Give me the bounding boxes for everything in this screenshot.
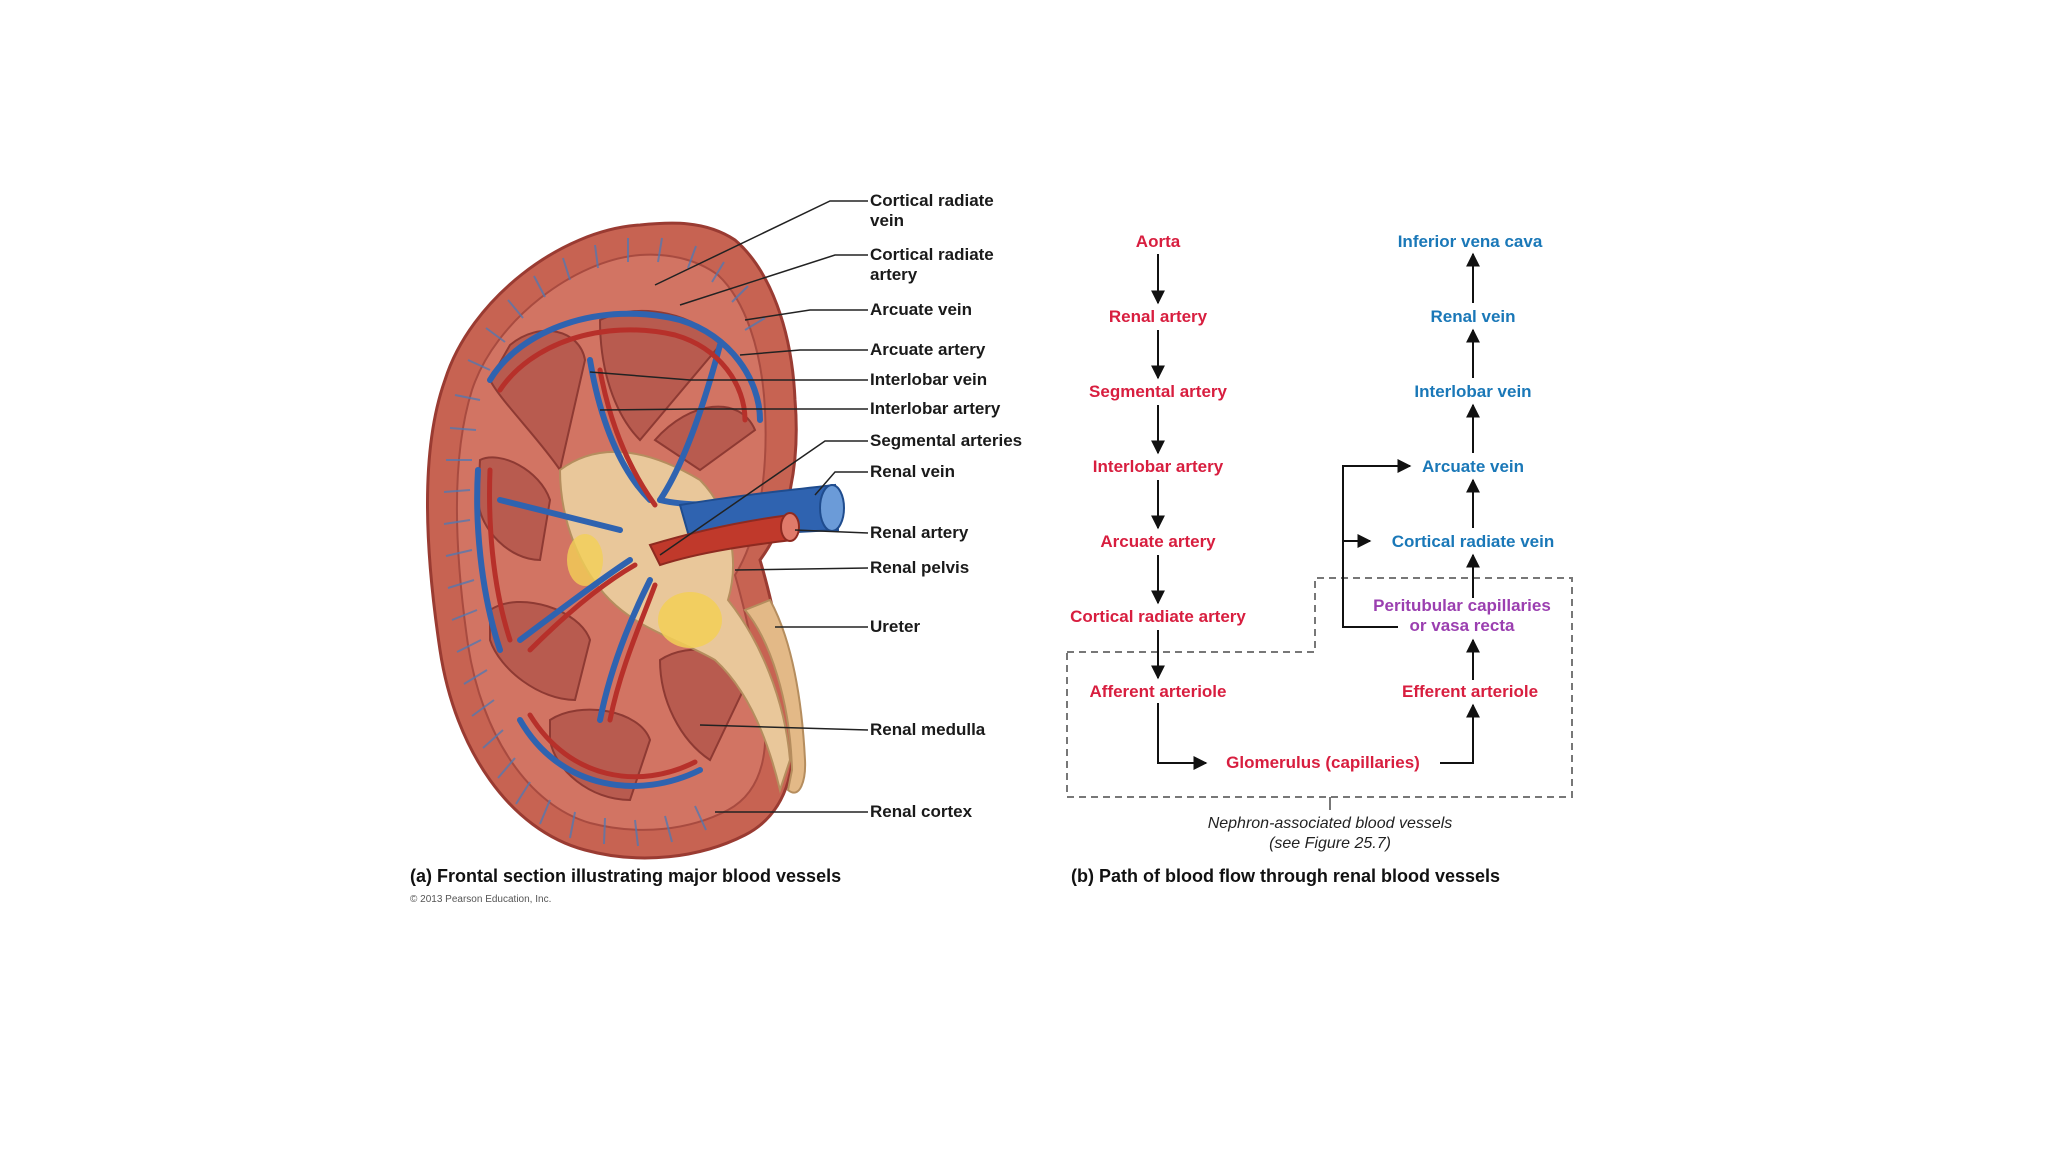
node-interlobar-vein: Interlobar vein — [1414, 382, 1532, 401]
label-renal-pelvis: Renal pelvis — [870, 558, 970, 577]
label-arcuate-vein: Arcuate vein — [870, 300, 973, 319]
node-arcuate-artery: Arcuate artery — [1100, 532, 1216, 551]
label-ureter: Ureter — [870, 617, 921, 636]
caption-panel-a: (a) Frontal section illustrating major b… — [410, 866, 842, 886]
label-renal-vein: Renal vein — [870, 462, 956, 481]
node-inferior-vena-cava: Inferior vena cava — [1397, 232, 1543, 251]
arrow-bypass-cortical-vein — [1342, 534, 1398, 628]
copyright: © 2013 Pearson Education, Inc. — [410, 894, 552, 905]
node-cortical-radiate-artery: Cortical radiate artery — [1070, 607, 1246, 626]
node-peritubular-capillaries: Peritubular capillaries or vasa recta — [1373, 596, 1551, 635]
veins — [474, 310, 813, 789]
arrow-afferent-glomerulus — [1157, 703, 1208, 770]
node-interlobar-artery: Interlobar artery — [1092, 457, 1224, 476]
node-renal-vein: Renal vein — [1430, 307, 1516, 326]
caption-panel-b: (b) Path of blood flow through renal blo… — [1071, 866, 1501, 886]
node-efferent-arteriole: Efferent arteriole — [1401, 682, 1539, 701]
arrow-glomerulus-efferent — [1440, 703, 1480, 764]
node-aorta: Aorta — [1135, 232, 1181, 251]
nephron-dashed-box — [1066, 577, 1573, 798]
node-afferent-arteriole: Afferent arteriole — [1089, 682, 1227, 701]
nephron-note: Nephron-associated blood vessels (see Fi… — [1207, 815, 1453, 852]
label-renal-cortex: Renal cortex — [870, 802, 973, 821]
cortical-radiate-vessels — [443, 237, 766, 847]
node-cortical-radiate-vein: Cortical radiate vein — [1391, 532, 1555, 551]
label-renal-medulla: Renal medulla — [870, 720, 986, 739]
node-glomerulus: Glomerulus (capillaries) — [1226, 753, 1420, 772]
label-interlobar-artery: Interlobar artery — [870, 399, 1001, 418]
arteries — [487, 327, 748, 780]
node-renal-artery: Renal artery — [1108, 307, 1208, 326]
label-interlobar-vein: Interlobar vein — [870, 370, 988, 389]
renal-sinus-fat — [658, 592, 722, 648]
label-renal-artery: Renal artery — [870, 523, 969, 542]
arrow-bypass-arcuate-vein — [1342, 459, 1412, 541]
label-segmental-arteries: Segmental arteries — [870, 431, 1023, 450]
label-cortical-radiate-artery: Cortical radiate artery — [870, 245, 994, 284]
ureter — [743, 598, 807, 794]
node-arcuate-vein: Arcuate vein — [1421, 457, 1525, 476]
label-arcuate-artery: Arcuate artery — [870, 340, 986, 359]
node-segmental-artery: Segmental artery — [1089, 382, 1227, 401]
label-cortical-radiate-vein: Cortical radiate vein — [870, 191, 994, 230]
